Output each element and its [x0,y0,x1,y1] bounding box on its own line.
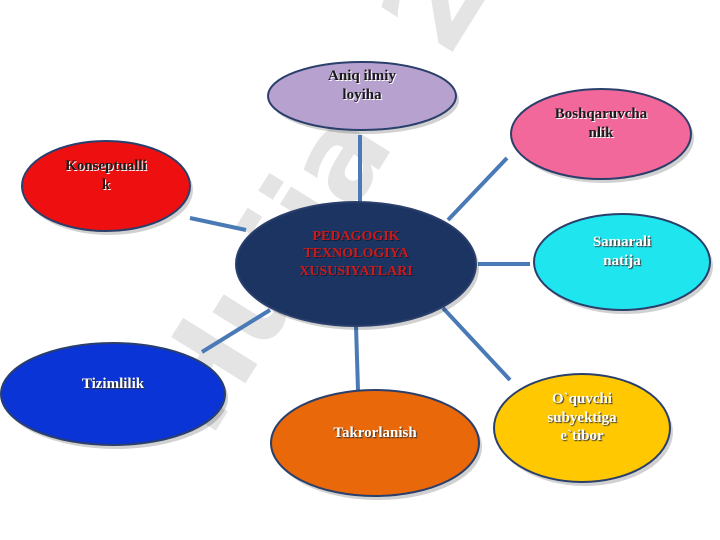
node-samarali-natija [533,213,711,311]
connector-konseptuallik [189,216,247,232]
node-aniq-ilmiy-loyiha [267,61,457,131]
connectors [189,135,530,391]
center-node [235,201,477,327]
node-boshqaruvchanlik [510,88,692,180]
connector-oquvchi-subyektiga-etibor [441,306,512,382]
node-oquvchi-subyektiga-etibor [493,373,671,483]
node-konseptuallik [21,140,191,232]
node-shapes [0,61,713,500]
node-takrorlanish [270,389,480,497]
connector-takrorlanish [354,325,360,391]
connector-boshqaruvchanlik [446,156,509,222]
connector-tizimlilik [200,308,272,354]
node-tizimlilik [0,342,226,446]
